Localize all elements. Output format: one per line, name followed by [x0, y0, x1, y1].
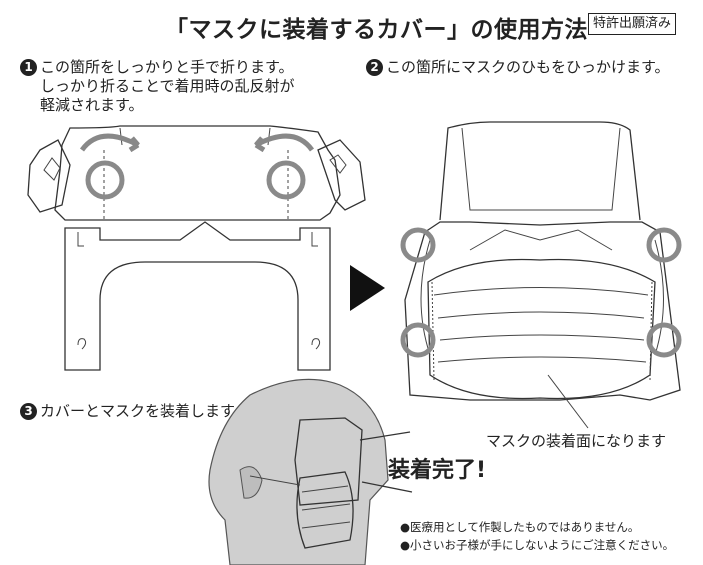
cover-flat-illustration	[27, 125, 366, 371]
step-1-line-3: 軽減されます。	[40, 96, 144, 114]
step-1-line-1: この箇所をしっかりと手で折ります。	[40, 58, 294, 76]
step-1-line-2: しっかり折ることで着用時の乱反射が	[40, 77, 295, 95]
number-badge-icon: 1	[20, 59, 37, 76]
highlight-circle-icon	[85, 160, 125, 200]
highlight-circle-icon	[646, 322, 682, 358]
cover-with-mask-illustration	[400, 121, 682, 429]
step-3-line-1: カバーとマスクを装着します。	[40, 402, 249, 420]
number-badge-icon: 2	[366, 59, 383, 76]
highlight-circle-icon	[400, 322, 436, 358]
fold-arrow-icon	[79, 133, 140, 153]
highlight-circle-icon	[400, 227, 436, 263]
note-item: ●医療用として作製したものではありません。	[400, 520, 640, 534]
step-2-line-1: この箇所にマスクのひもをひっかけます。	[386, 58, 670, 76]
caution-notes: ●医療用として作製したものではありません。 ●小さいお子様が手にしないようにご注…	[400, 518, 674, 554]
patent-badge: 特許出願済み	[588, 13, 677, 35]
note-item: ●小さいお子様が手にしないようにご注意ください。	[400, 538, 675, 552]
completion-label: 装着完了!	[388, 458, 487, 483]
fold-arrow-icon	[254, 133, 315, 153]
highlight-circle-icon	[646, 227, 682, 263]
page-title: 「マスクに装着するカバー」の使用方法	[165, 17, 588, 43]
next-arrow-icon	[350, 265, 385, 311]
number-badge-icon: 3	[20, 403, 37, 420]
mask-face-label: マスクの装着面になります	[486, 432, 667, 450]
head-wearing-illustration	[208, 378, 413, 565]
highlight-circle-icon	[266, 160, 306, 200]
